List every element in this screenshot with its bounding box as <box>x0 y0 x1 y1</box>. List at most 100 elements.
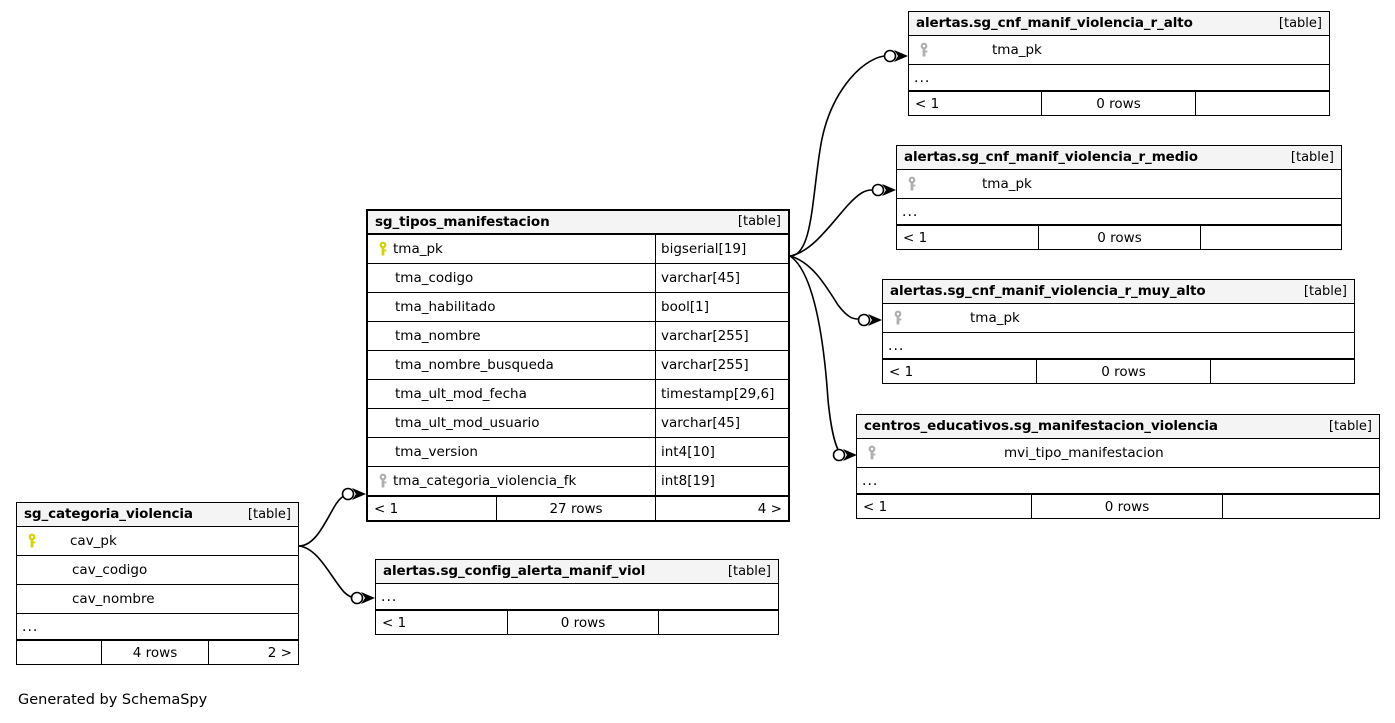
column-name-cell: cav_codigo <box>17 562 298 578</box>
table-row[interactable]: tma_ult_mod_fecha timestamp[29,6] <box>368 380 788 409</box>
footer-rowcount: 0 rows <box>1031 495 1223 518</box>
column-name-cell: tma_categoria_violencia_fk <box>368 473 655 489</box>
table-sg-categoria-violencia[interactable]: sg_categoria_violencia [table] cav_pk ca… <box>16 502 299 665</box>
table-row[interactable]: cav_codigo <box>17 556 298 585</box>
table-row[interactable]: tma_version int4[10] <box>368 438 788 467</box>
table-row[interactable]: cav_nombre <box>17 585 298 614</box>
table-footer: < 1 0 rows <box>897 225 1341 249</box>
table-type-tag: [table] <box>1278 15 1322 31</box>
column-name-cell: tma_nombre <box>368 328 655 344</box>
table-name: alertas.sg_cnf_manif_violencia_r_muy_alt… <box>890 283 1206 299</box>
more-columns-indicator: ... <box>897 199 1341 225</box>
table-row[interactable]: tma_pk <box>909 36 1329 65</box>
key-icon-foreign <box>904 176 920 192</box>
table-header: centros_educativos.sg_manifestacion_viol… <box>857 415 1379 439</box>
table-row[interactable]: tma_nombre_busqueda varchar[255] <box>368 351 788 380</box>
column-label: tma_habilitado <box>395 299 496 315</box>
footer-right <box>1211 360 1354 383</box>
column-label: cav_nombre <box>72 591 155 607</box>
column-type-cell: timestamp[29,6] <box>655 380 788 408</box>
table-footer: < 1 27 rows 4 > <box>368 496 788 520</box>
table-row[interactable]: cav_pk <box>17 527 298 556</box>
table-alertas-sg-config-alerta-manif-viol[interactable]: alertas.sg_config_alerta_manif_viol [tab… <box>375 559 779 635</box>
table-header: alertas.sg_cnf_manif_violencia_r_alto [t… <box>909 12 1329 36</box>
column-name-cell: tma_pk <box>909 42 1329 58</box>
footer-left[interactable]: < 1 <box>903 229 928 246</box>
footer-left[interactable]: < 1 <box>889 363 914 380</box>
footer-left[interactable]: < 1 <box>374 500 399 517</box>
table-row[interactable]: tma_nombre varchar[255] <box>368 322 788 351</box>
footer-right[interactable]: 2 > <box>267 644 292 661</box>
table-row[interactable]: tma_pk <box>883 304 1354 333</box>
column-type-cell: bool[1] <box>655 293 788 321</box>
table-row[interactable]: tma_habilitado bool[1] <box>368 293 788 322</box>
table-name: alertas.sg_cnf_manif_violencia_r_medio <box>904 149 1198 165</box>
table-footer: < 1 0 rows <box>857 494 1379 518</box>
table-footer: < 1 0 rows <box>376 610 778 634</box>
table-sg-tipos-manifestacion[interactable]: sg_tipos_manifestacion [table] tma_pk bi… <box>366 209 790 522</box>
footer-right[interactable]: 4 > <box>757 500 782 517</box>
table-alertas-sg-cnf-manif-violencia-r-alto[interactable]: alertas.sg_cnf_manif_violencia_r_alto [t… <box>908 11 1330 116</box>
column-name-cell: tma_codigo <box>368 270 655 286</box>
table-footer: 4 rows 2 > <box>17 640 298 664</box>
edge-to-r-muy-alto <box>789 255 859 320</box>
table-name: sg_tipos_manifestacion <box>375 213 550 230</box>
column-name-cell: tma_ult_mod_usuario <box>368 415 655 431</box>
footer-right <box>1196 92 1329 115</box>
column-label: tma_pk <box>982 176 1032 192</box>
column-label: tma_nombre <box>395 328 481 344</box>
column-label: cav_codigo <box>72 562 148 578</box>
footer-left[interactable]: < 1 <box>863 498 888 515</box>
footer-rowcount: 0 rows <box>1036 360 1211 383</box>
table-row[interactable]: tma_pk bigserial[19] <box>368 235 788 264</box>
table-type-tag: [table] <box>737 214 781 229</box>
table-row[interactable]: tma_codigo varchar[45] <box>368 264 788 293</box>
more-columns-indicator: ... <box>857 468 1379 494</box>
key-icon-foreign <box>916 42 932 58</box>
column-label: cav_pk <box>70 533 117 549</box>
table-row[interactable]: mvi_tipo_manifestacion <box>857 439 1379 468</box>
table-type-tag: [table] <box>247 506 291 522</box>
table-row[interactable]: tma_ult_mod_usuario varchar[45] <box>368 409 788 438</box>
table-row[interactable]: tma_pk <box>897 170 1341 199</box>
column-name-cell: tma_habilitado <box>368 299 655 315</box>
column-label: tma_pk <box>393 241 443 257</box>
column-label: tma_categoria_violencia_fk <box>393 473 577 489</box>
column-label: tma_pk <box>992 42 1042 58</box>
footer-rowcount: 4 rows <box>101 641 209 664</box>
column-name-cell: tma_pk <box>897 176 1341 192</box>
table-alertas-sg-cnf-manif-violencia-r-medio[interactable]: alertas.sg_cnf_manif_violencia_r_medio [… <box>896 145 1342 250</box>
column-name-cell: tma_nombre_busqueda <box>368 357 655 373</box>
key-icon-primary <box>375 241 391 257</box>
column-name-cell: mvi_tipo_manifestacion <box>857 445 1379 461</box>
footer-left[interactable]: < 1 <box>382 614 407 631</box>
footer-right <box>1223 495 1379 518</box>
table-alertas-sg-cnf-manif-violencia-r-muy-alto[interactable]: alertas.sg_cnf_manif_violencia_r_muy_alt… <box>882 279 1355 384</box>
key-icon-primary <box>24 533 40 549</box>
footer-right <box>1201 226 1341 249</box>
edge-to-r-alto <box>789 55 885 257</box>
edge-catviol-to-config-alerta <box>298 545 355 599</box>
table-type-tag: [table] <box>1328 418 1372 434</box>
column-name-cell: tma_ult_mod_fecha <box>368 386 655 402</box>
more-columns-indicator: ... <box>909 65 1329 91</box>
column-label: tma_ult_mod_fecha <box>395 386 527 402</box>
column-label: tma_version <box>395 444 478 460</box>
table-centros-educativos-sg-manifestacion-violencia[interactable]: centros_educativos.sg_manifestacion_viol… <box>856 414 1380 519</box>
key-icon-foreign <box>375 473 391 489</box>
table-header: alertas.sg_cnf_manif_violencia_r_medio [… <box>897 146 1341 170</box>
table-name: alertas.sg_config_alerta_manif_viol <box>383 563 646 579</box>
footer-rowcount: 0 rows <box>507 611 659 634</box>
edge-catviol-to-tipos <box>298 494 347 547</box>
table-header: sg_tipos_manifestacion [table] <box>368 211 788 235</box>
footer-rowcount: 0 rows <box>1041 92 1196 115</box>
table-type-tag: [table] <box>1290 149 1334 165</box>
footer-left[interactable]: < 1 <box>915 95 940 112</box>
column-name-cell: cav_nombre <box>17 591 298 607</box>
column-type-cell: varchar[255] <box>655 322 788 350</box>
table-type-tag: [table] <box>727 563 771 579</box>
column-name-cell: tma_version <box>368 444 655 460</box>
table-footer: < 1 0 rows <box>883 359 1354 383</box>
more-columns-indicator: ... <box>376 584 778 610</box>
table-row[interactable]: tma_categoria_violencia_fk int8[19] <box>368 467 788 496</box>
